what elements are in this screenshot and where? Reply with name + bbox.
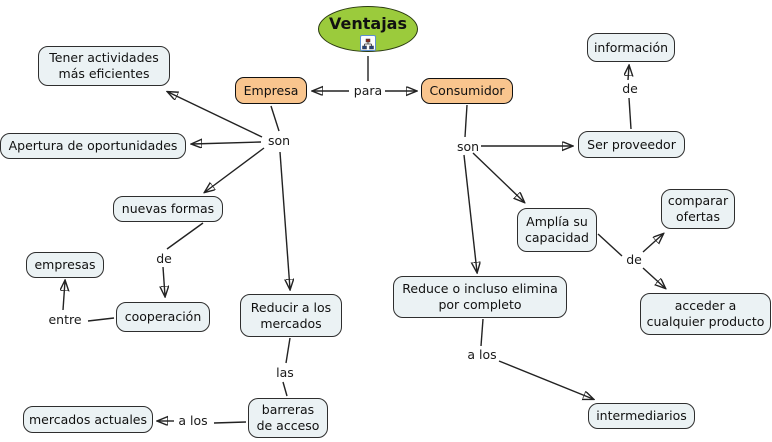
node-empresa[interactable]: Empresa [235,77,307,104]
link-las-barreras [282,381,288,397]
node-reduce-elimina[interactable]: Reduce o incluso elimina por completo [393,276,567,318]
link-label-son-left[interactable]: son [267,133,291,148]
linked-cmap-icon[interactable] [360,35,376,51]
link-nuevas-de [166,222,204,250]
link-son-apertura [192,142,262,144]
node-comparar-ofertas[interactable]: comparar ofertas [661,189,735,229]
link-label-alos-left[interactable]: a los [178,413,208,428]
node-informacion[interactable]: información [587,33,675,62]
link-barreras-alos [213,421,247,424]
node-mercados-actuales[interactable]: mercados actuales [23,406,153,433]
link-alos-intermediarios [498,360,593,399]
link-amplia-de [597,233,623,257]
node-empresas[interactable]: empresas [26,252,104,278]
link-son-reduce [463,154,477,272]
link-de-informacion [628,66,629,81]
link-label-de-top-right[interactable]: de [622,81,638,96]
link-entre-empresas [63,281,65,311]
link-cooperacion-entre [87,317,115,322]
link-reducir-las [285,337,291,364]
node-barreras-acceso[interactable]: barreras de acceso [248,398,328,438]
link-son-reducir [279,151,290,289]
link-son-tener-actividades [168,92,263,138]
link-consumidor-son [464,104,468,138]
node-apertura-oportunidades[interactable]: Apertura de oportunidades [0,133,186,159]
link-label-de-right[interactable]: de [626,252,642,267]
linked-cmap-icon-glyph [362,38,374,50]
node-nuevas-formas[interactable]: nuevas formas [113,196,223,222]
link-reduce-alos [480,318,484,347]
node-consumidor[interactable]: Consumidor [421,78,513,104]
link-de-cooperacion [163,266,165,296]
link-label-las[interactable]: las [276,365,294,380]
node-acceder-producto[interactable]: acceder a cualquier producto [640,293,771,335]
node-cooperacion[interactable]: cooperación [116,302,210,332]
link-empresa-son [270,105,280,132]
link-label-son-right[interactable]: son [456,139,480,154]
link-label-para[interactable]: para [353,83,383,98]
link-label-alos-right[interactable]: a los [467,347,497,362]
node-ser-proveedor[interactable]: Ser proveedor [578,131,685,158]
link-label-de-left[interactable]: de [156,251,172,266]
link-son-amplia [472,152,524,202]
link-de-comparar [642,234,663,253]
node-intermediarios[interactable]: intermediarios [588,403,695,429]
link-de-acceder [642,267,665,288]
link-serproveedor-de [628,97,632,130]
node-tener-actividades[interactable]: Tener actividades más eficientes [38,46,170,86]
node-amplia-capacidad[interactable]: Amplía su capacidad [517,208,597,252]
link-label-entre[interactable]: entre [48,312,82,327]
node-reducir-mercados[interactable]: Reducir a los mercados [240,294,342,337]
link-son-nuevas-formas [205,147,265,192]
